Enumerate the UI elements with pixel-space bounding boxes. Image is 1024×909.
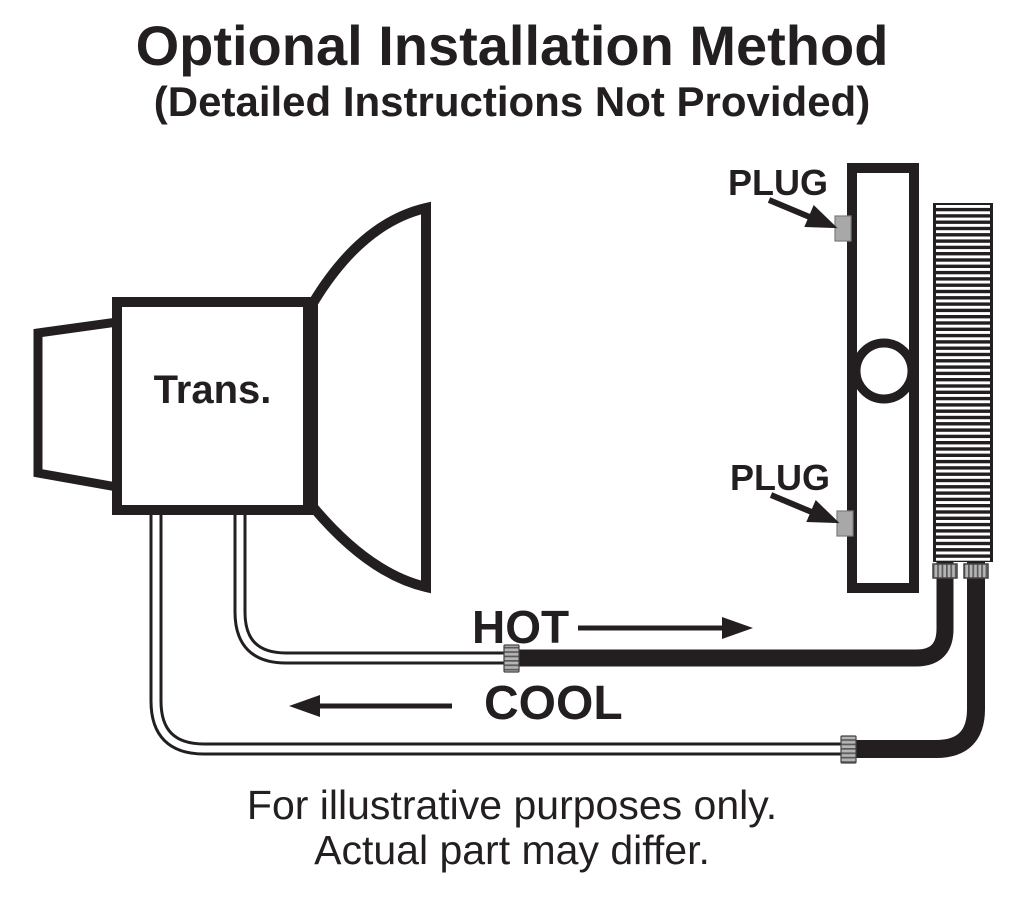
cooler-fins	[933, 203, 993, 562]
plug-arrow-top	[767, 197, 838, 229]
cool-ferrule-fitting	[840, 735, 857, 764]
cooler-core-left-rail	[933, 203, 936, 562]
cooler-core-right-rail	[990, 203, 993, 562]
plug-fitting-top	[834, 215, 852, 242]
transmission-label: Trans.	[153, 368, 272, 412]
cool-hose	[849, 560, 985, 758]
hose-clamp-right	[963, 563, 989, 579]
plug-label-top: PLUG	[728, 162, 829, 203]
cool-flow-arrow	[289, 695, 452, 717]
mounting-hole	[851, 338, 917, 404]
diagram-subtitle: (Detailed Instructions Not Provided)	[153, 78, 871, 125]
cool-tube-steel-core	[152, 505, 849, 753]
plug-label-bottom: PLUG	[730, 457, 831, 498]
hot-label: HOT	[472, 601, 570, 653]
plug-fitting-bottom	[836, 510, 854, 537]
plug-arrow-bottom	[769, 492, 840, 524]
hot-tube-steel-core	[236, 505, 512, 662]
footer-line-1: For illustrative purposes only.	[246, 782, 778, 828]
diagram-title: Optional Installation Method	[135, 14, 889, 77]
cool-label: COOL	[484, 677, 623, 730]
transmission-body	[112, 297, 313, 515]
hot-flow-arrow	[578, 617, 753, 639]
transmission-tailshaft	[33, 316, 122, 493]
bell-housing	[308, 201, 431, 594]
hot-hose	[512, 560, 954, 667]
footer-line-2: Actual part may differ.	[314, 827, 710, 873]
hose-clamp-left	[932, 563, 958, 579]
hot-ferrule-fitting	[503, 644, 520, 673]
